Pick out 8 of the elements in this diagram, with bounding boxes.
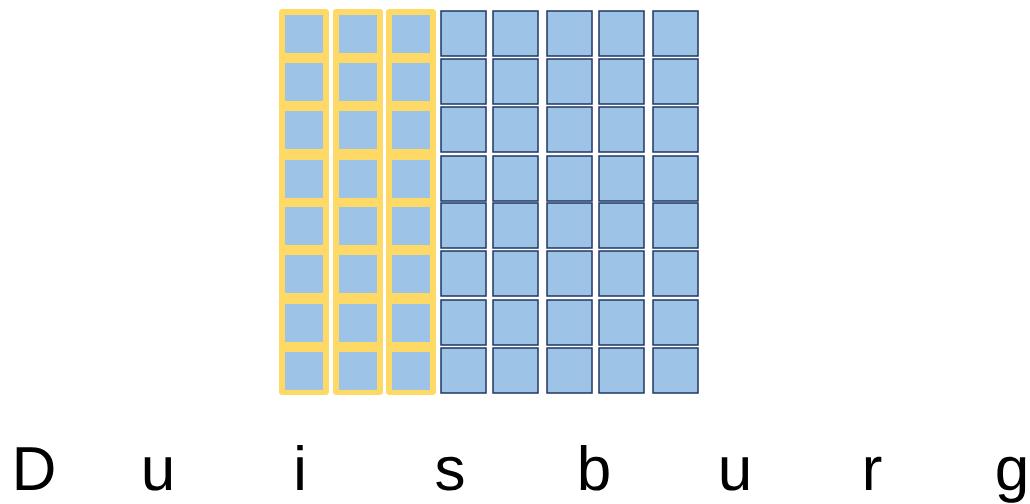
- letter: i: [297, 445, 303, 490]
- letter: u: [721, 457, 749, 491]
- letter: s: [436, 456, 464, 491]
- letter: r: [865, 456, 882, 490]
- letter: D: [16, 447, 54, 490]
- letter: u: [144, 457, 172, 491]
- letter: b: [580, 445, 609, 491]
- letter: g: [997, 456, 1026, 503]
